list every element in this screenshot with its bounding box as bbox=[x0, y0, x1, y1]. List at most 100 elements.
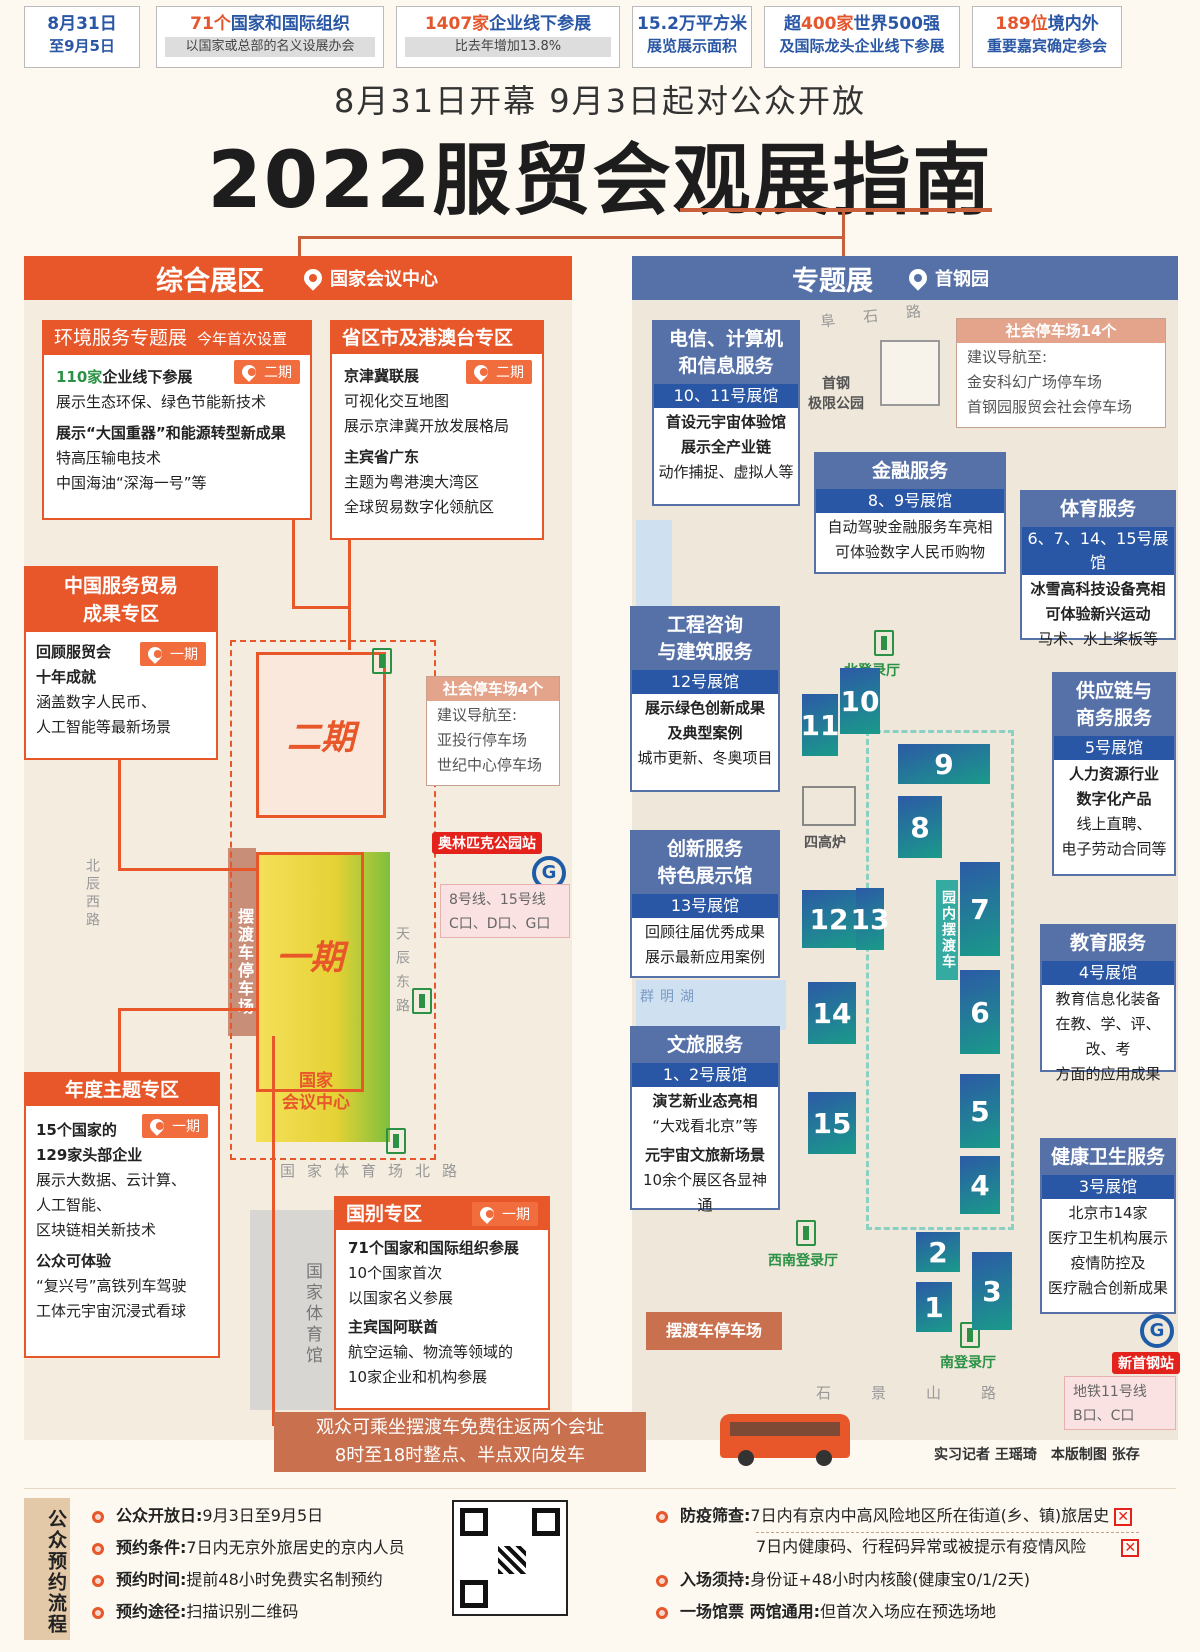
parking-right: 社会停车场14个 建议导航至: 金安科幻广场停车场 首钢园服贸会社会停车场 bbox=[956, 318, 1166, 428]
innovation-hall: 13号展馆 bbox=[632, 894, 778, 918]
station-shougang: 新首钢站 bbox=[1112, 1352, 1180, 1374]
inner-ferry-label: 园内摆渡车 bbox=[936, 880, 958, 980]
health-title: 健康卫生服务 bbox=[1042, 1140, 1174, 1175]
ferry-parking-right: 摆渡车停车场 bbox=[646, 1312, 782, 1350]
location-pin-icon bbox=[147, 1116, 167, 1136]
footer-label: 公众预约流程 bbox=[24, 1498, 70, 1640]
location-pin-icon bbox=[471, 362, 491, 382]
stat-guests-label: 重要嘉宾确定参会 bbox=[986, 37, 1107, 55]
stat-companies-note: 比去年增加13.8% bbox=[405, 37, 611, 57]
stat-guests-num: 189位 bbox=[995, 14, 1048, 34]
entrance-icon bbox=[874, 630, 894, 656]
stat-companies-num: 1407家 bbox=[424, 14, 490, 34]
furnace-label: 四高炉 bbox=[804, 835, 846, 851]
gym-label: 国家体育馆 bbox=[302, 1262, 322, 1367]
sw-hall-label: 西南登录厅 bbox=[768, 1253, 838, 1269]
cross-icon: ✕ bbox=[1121, 1538, 1140, 1557]
right-header-title: 专题展 bbox=[792, 265, 873, 297]
footer-condition: 预约条件:7日内无京外旅居史的京内人员 bbox=[92, 1536, 405, 1560]
stat-area-num: 15.2万平方米 bbox=[637, 14, 747, 34]
left-header-title: 综合展区 bbox=[156, 265, 264, 297]
stat-companies: 1407家企业线下参展 比去年增加13.8% bbox=[396, 6, 620, 68]
location-pin-icon bbox=[905, 265, 931, 291]
hall-10: 10 bbox=[840, 668, 880, 734]
shougang-park-label: 首钢极限公园 bbox=[808, 376, 864, 412]
stat-dates-line1: 8月31日 bbox=[47, 14, 117, 34]
location-pin-icon bbox=[239, 362, 259, 382]
health-box: 健康卫生服务 3号展馆 北京市14家医疗卫生机构展示疫情防控及医疗融合创新成果 bbox=[1040, 1138, 1176, 1314]
phase1-area bbox=[256, 852, 390, 1142]
hall-7: 7 bbox=[960, 862, 1000, 956]
hall-5: 5 bbox=[960, 1074, 1000, 1148]
hall-15: 15 bbox=[808, 1092, 856, 1154]
env-service-title: 环境服务专题展 bbox=[54, 327, 188, 349]
footer-screening: 防疫筛查:7日内有京内中高风险地区所在街道(乡、镇)旅居史 ✕ bbox=[656, 1504, 1133, 1528]
parking-left: 社会停车场4个 建议导航至: 亚投行停车场 世纪中心停车场 bbox=[426, 676, 560, 786]
stat-companies-label: 企业线下参展 bbox=[489, 14, 592, 34]
cnc-label: 国家会议中心 bbox=[282, 1071, 350, 1113]
stat-area: 15.2万平方米 展览展示面积 bbox=[632, 6, 752, 68]
telecom-hall: 10、11号展馆 bbox=[654, 384, 798, 408]
stat-countries-note: 以国家或总部的名义设展办会 bbox=[165, 37, 375, 57]
page-title: 2022服贸会观展指南 bbox=[207, 136, 993, 226]
telecom-box: 电信、计算机和信息服务 10、11号展馆 首设元宇宙体验馆展示全产业链动作捕捉、… bbox=[652, 320, 800, 506]
annual-title: 年度主题专区 bbox=[26, 1074, 218, 1106]
phase-badge: 二期 bbox=[234, 360, 300, 384]
subway-icon: G bbox=[1140, 1314, 1174, 1348]
stat-dates: 8月31日 至9月5日 bbox=[24, 6, 140, 68]
stat-dates-line2: 至9月5日 bbox=[49, 37, 115, 55]
road-shijingshan: 石景山路 bbox=[816, 1384, 1037, 1402]
bus-icon bbox=[720, 1414, 850, 1466]
road-beichen-west: 北辰西路 bbox=[84, 858, 100, 930]
stat-fortune500-num: 400家 bbox=[801, 14, 854, 34]
location-pin-icon bbox=[300, 265, 326, 291]
entrance-icon bbox=[372, 648, 392, 674]
sports-title: 体育服务 bbox=[1022, 492, 1174, 527]
phase-badge: 一期 bbox=[142, 1114, 208, 1138]
stat-fortune500-label: 及国际龙头企业线下参展 bbox=[779, 37, 945, 55]
cross-icon: ✕ bbox=[1114, 1507, 1133, 1526]
entrance-icon bbox=[796, 1220, 816, 1246]
stat-fortune500: 超400家世界500强 及国际龙头企业线下参展 bbox=[764, 6, 960, 68]
province-title: 省区市及港澳台专区 bbox=[332, 322, 542, 354]
hall-3: 3 bbox=[972, 1252, 1012, 1330]
s-hall-label: 南登录厅 bbox=[940, 1355, 996, 1371]
stat-area-label: 展览展示面积 bbox=[646, 37, 737, 55]
entrance-icon bbox=[960, 1322, 980, 1348]
hall-13: 13 bbox=[851, 888, 889, 950]
footer bbox=[24, 1488, 1176, 1644]
culture-hall: 1、2号展馆 bbox=[632, 1063, 778, 1087]
road-stadium-north: 国家体育场北路 bbox=[280, 1162, 470, 1180]
title-connector bbox=[298, 236, 844, 239]
stat-countries-num: 71个 bbox=[190, 14, 231, 34]
innovation-box: 创新服务特色展示馆 13号展馆 回顾往届优秀成果展示最新应用案例 bbox=[630, 830, 780, 978]
supply-chain-box: 供应链与商务服务 5号展馆 人力资源行业数字化产品线上直聘、电子劳动合同等 bbox=[1052, 672, 1176, 876]
education-box: 教育服务 4号展馆 教育信息化装备在教、学、评、改、考方面的应用成果 bbox=[1040, 924, 1176, 1083]
entrance-icon bbox=[386, 1128, 406, 1154]
stat-countries-label: 国家和国际组织 bbox=[230, 14, 350, 34]
phase-badge: 二期 bbox=[466, 360, 532, 384]
shuttle-banner: 观众可乘坐摆渡车免费往返两个会址 8时至18时整点、半点双向发车 bbox=[274, 1412, 646, 1472]
location-pin-icon bbox=[145, 644, 165, 664]
finance-title: 金融服务 bbox=[816, 454, 1004, 489]
left-header: 综合展区 国家会议中心 bbox=[24, 256, 572, 300]
venue-outline bbox=[230, 640, 436, 1160]
location-pin-icon bbox=[477, 1204, 497, 1224]
sports-hall: 6、7、14、15号展馆 bbox=[1022, 527, 1174, 575]
env-service-note: 今年首次设置 bbox=[197, 330, 288, 348]
hall-12: 12 bbox=[802, 890, 856, 948]
hall-14: 14 bbox=[808, 982, 856, 1044]
health-hall: 3号展馆 bbox=[1042, 1175, 1174, 1199]
phase-badge: 一期 bbox=[472, 1202, 538, 1226]
qr-code[interactable] bbox=[452, 1500, 568, 1616]
parking-left-title: 社会停车场4个 bbox=[427, 677, 559, 701]
entrance-icon bbox=[412, 988, 432, 1014]
education-title: 教育服务 bbox=[1042, 926, 1174, 961]
road-tianchen-east: 天辰东路 bbox=[394, 926, 410, 1022]
footer-ticket: 一场馆票 两馆通用:但首次入场应在预选场地 bbox=[656, 1600, 996, 1624]
ferry-parking-left: 摆渡车停车场 bbox=[228, 848, 256, 1036]
sports-box: 体育服务 6、7、14、15号展馆 冰雪高科技设备亮相可体验新兴运动马术、水上桨… bbox=[1020, 490, 1176, 648]
lake-north bbox=[636, 520, 672, 610]
